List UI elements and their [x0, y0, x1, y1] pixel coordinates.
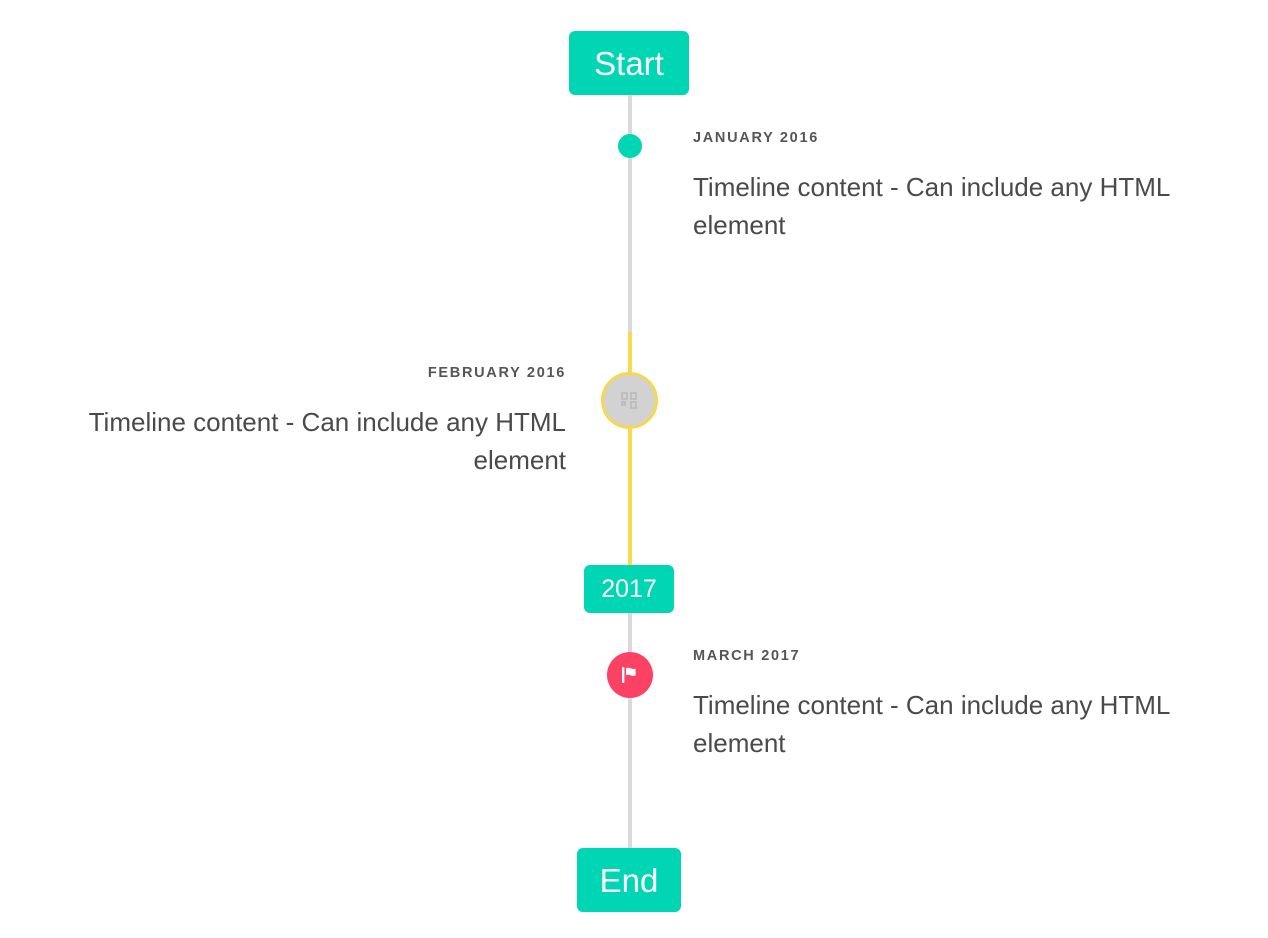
- timeline-start-badge[interactable]: Start: [569, 31, 689, 95]
- timeline-entry-body: Timeline content - Can include any HTML …: [693, 690, 1170, 759]
- timeline-entry-body: Timeline content - Can include any HTML …: [88, 407, 566, 476]
- timeline-line-segment-bottom: [628, 606, 632, 858]
- timeline-marker-march[interactable]: [607, 652, 653, 698]
- timeline-entry-february: FEBRUARY 2016 Timeline content - Can inc…: [30, 365, 566, 480]
- timeline-end-badge[interactable]: End: [577, 848, 681, 912]
- timeline-year-badge-2017[interactable]: 2017: [584, 565, 674, 613]
- broken-image-icon: [620, 391, 637, 409]
- timeline-marker-february[interactable]: [601, 372, 658, 429]
- timeline-entry-date: MARCH 2017: [693, 648, 801, 664]
- timeline-marker-january[interactable]: [618, 134, 642, 158]
- timeline-line-segment-yellow: [628, 332, 632, 574]
- timeline-entry-body: Timeline content - Can include any HTML …: [693, 172, 1170, 241]
- timeline-entry-date: FEBRUARY 2016: [427, 365, 566, 381]
- timeline-entry-january: JANUARY 2016 Timeline content - Can incl…: [693, 130, 1233, 245]
- flag-icon: [622, 667, 636, 683]
- timeline-entry-march: MARCH 2017 Timeline content - Can includ…: [693, 648, 1233, 763]
- timeline-entry-date: JANUARY 2016: [693, 130, 819, 146]
- timeline-line-segment-top: [628, 88, 632, 332]
